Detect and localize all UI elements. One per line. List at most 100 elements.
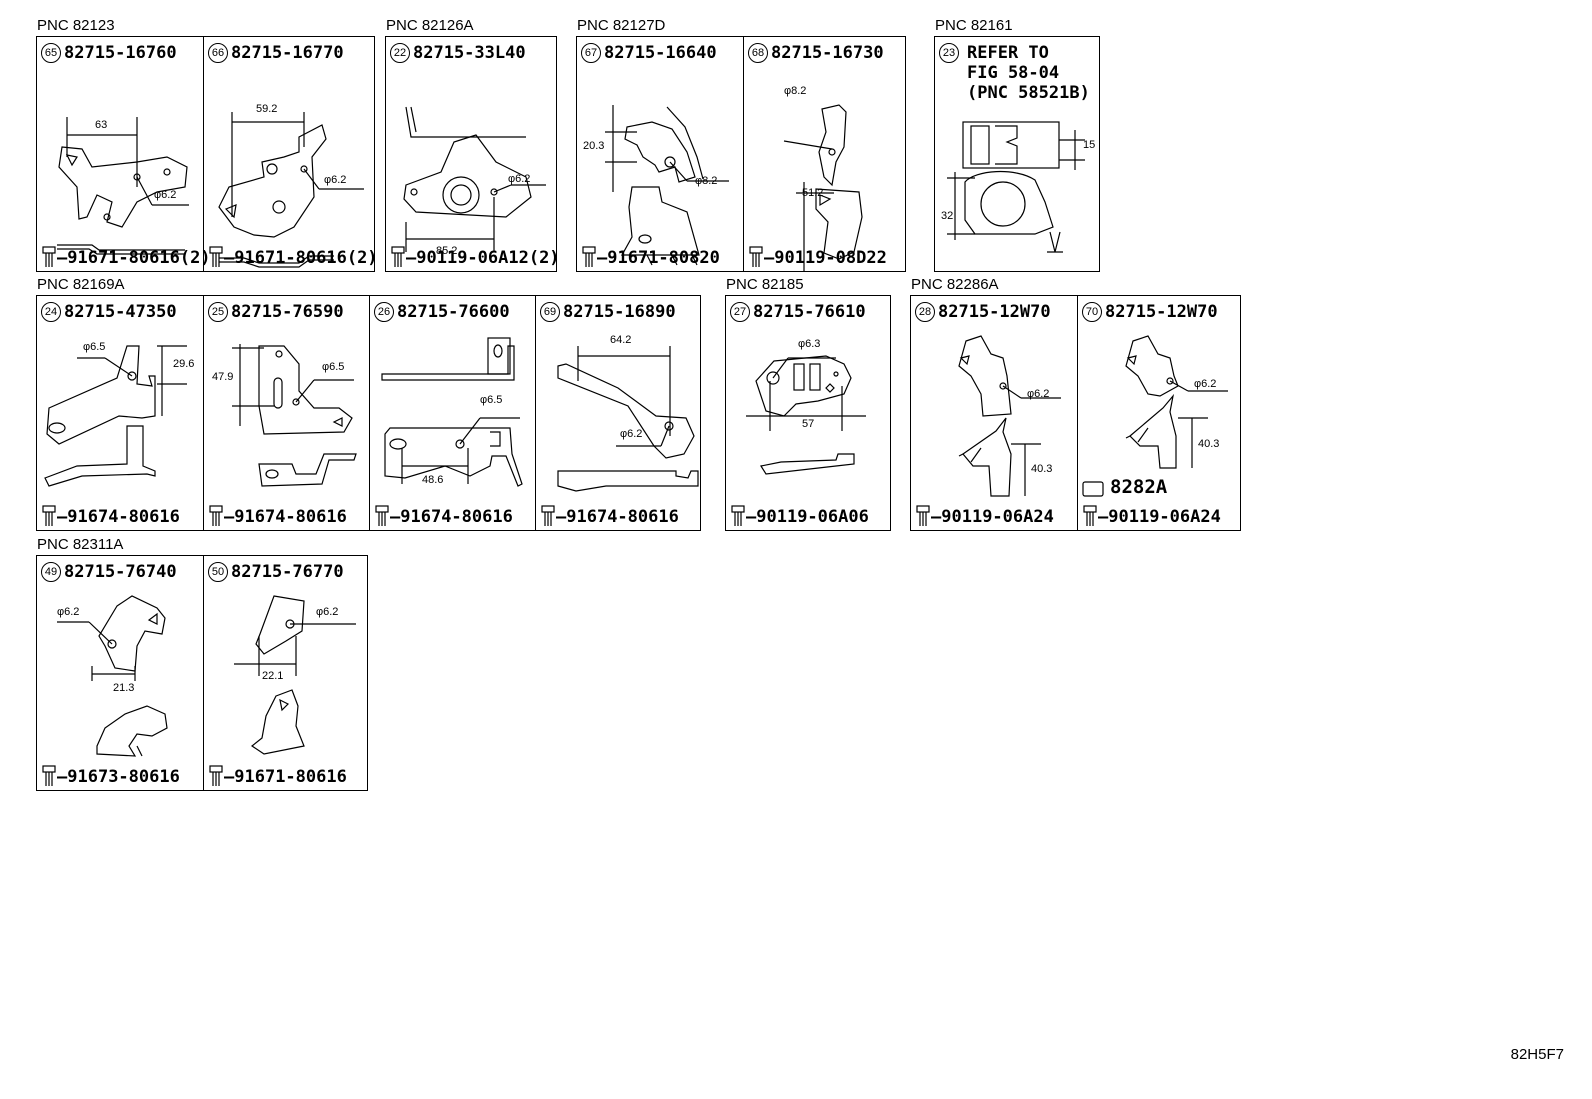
bracket-drawing [557,346,699,492]
dimension-label: 29.6 [173,358,195,370]
callout-number: 28 [915,302,935,322]
bolt-icon [42,246,56,267]
pnc-label: PNC 82127D [577,17,666,34]
dimension-label: φ6.5 [322,361,345,373]
dimension-label: φ6.2 [508,173,531,185]
dimension-label: φ6.2 [620,428,643,440]
dimension-label: 32 [941,210,954,222]
dimension-label: 59.2 [256,103,278,115]
bolt-icon [209,246,223,267]
callout-number: 66 [208,43,228,63]
dimension-label: 63 [95,119,108,131]
bolt-part-number: —91671-80616(2) [41,246,211,268]
dimension-label: 21.3 [113,682,135,694]
pnc-label: PNC 82311A [37,536,124,553]
bracket-drawing [746,355,866,475]
pnc-label: PNC 82161 [935,17,1013,34]
callout-number: 50 [208,562,228,582]
callout-number: 68 [748,43,768,63]
dimension-label: φ6.2 [1027,388,1050,400]
refer-line: FIG 58-04 [967,63,1060,83]
dimension-label: 40.3 [1031,463,1053,475]
callout-number: 49 [41,562,61,582]
callout-number: 65 [41,43,61,63]
dimension-label: 48.6 [422,474,444,486]
refer-note: REFER TO FIG 58-04 (PNC 58521B) [967,43,1090,103]
parts-group: 23 REFER TO FIG 58-04 (PNC 58521B) 15 32 [934,36,1100,272]
dimension-label: 47.9 [212,371,234,383]
bolt-icon [42,505,56,526]
bracket-drawing [44,345,187,487]
part-cell[interactable]: 23 REFER TO FIG 58-04 (PNC 58521B) 15 32 [935,37,1101,271]
bracket-drawing [234,595,356,755]
bolt-icon [916,505,930,526]
bolt-part-number: —91671-80616(2) [208,246,378,268]
refer-line: REFER TO [967,43,1049,63]
dimension-label: 22.1 [262,670,284,682]
bracket-drawing [232,344,357,487]
bolt-part-number: —91674-80616 [540,505,679,527]
dimension-label: φ6.2 [316,606,339,618]
dimension-label: φ6.5 [480,394,503,406]
refer-line: (PNC 58521B) [967,83,1090,103]
dimension-label: 15 [1083,139,1096,151]
dimension-label: φ6.2 [154,189,177,201]
bracket-drawing [218,112,364,268]
callout-number: 70 [1082,302,1102,322]
dimension-label: φ6.2 [1194,378,1217,390]
bolt-icon [42,765,56,786]
bolt-part-number: —90119-08D22 [748,246,887,268]
bolt-icon [1083,505,1097,526]
bracket-drawing [57,117,189,255]
bolt-part-number: —91671-80616 [208,765,347,787]
bolt-part-number: —91674-80616 [208,505,347,527]
bolt-icon [209,505,223,526]
dimension-label: φ6.5 [83,341,106,353]
dimension-label: 85.2 [436,245,458,257]
bracket-drawing [57,595,168,757]
bracket-drawing [381,337,523,487]
pnc-label: PNC 82185 [726,276,804,293]
diagram-code: 82H5F7 [1510,1046,1564,1063]
clip-part-number: 8282A [1082,476,1167,498]
bracket-drawing [783,104,863,272]
dimension-label: φ6.2 [324,174,347,186]
bracket-drawing [403,106,546,252]
bolt-icon [391,246,405,267]
bolt-part-number: —90119-06A06 [730,505,869,527]
callout-number: 27 [730,302,750,322]
bolt-part-number: —91674-80616 [41,505,180,527]
callout-number: 67 [581,43,601,63]
dimension-label: φ6.3 [798,338,821,350]
dimension-label: φ6.2 [57,606,80,618]
callout-number: 22 [390,43,410,63]
